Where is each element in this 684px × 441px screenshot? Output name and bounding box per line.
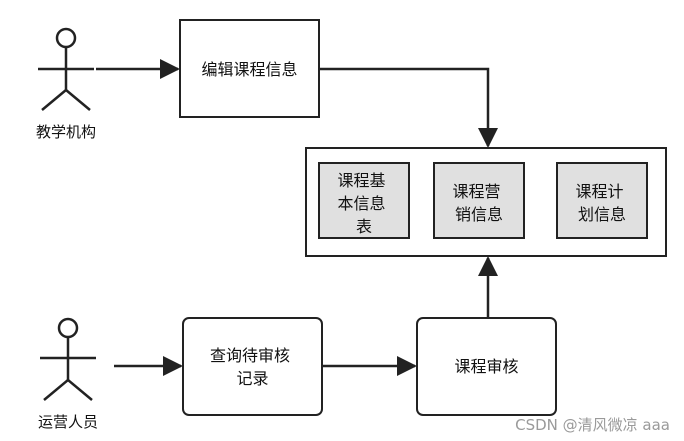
query-pending-label: 查询待审核 记录 [210,346,295,388]
marketing-info-box [433,162,525,239]
watermark-text: CSDN @清风微凉 aaa [515,416,670,434]
basic-info-box [318,162,410,239]
course-review-label: 课程审核 [454,357,518,376]
edit-course-info-box [179,19,320,118]
actor-leg-right [67,379,93,401]
actor-head [55,27,77,49]
actor-institution [38,27,94,111]
arrow-edit-to-info-group [319,67,498,148]
actor-head [57,317,79,339]
query-pending-box [182,317,323,416]
plan-info-label: 课程计 划信息 [575,182,628,224]
course-review-box [416,317,557,416]
edit-course-info-label: 编辑课程信息 [201,60,297,79]
actor-operator-label: 运营人员 [38,413,98,431]
actor-leg-left [43,379,69,401]
plan-info-box [556,162,648,239]
basic-info-label: 课程基 本信息 表 [337,171,390,236]
actor-institution-label: 教学机构 [36,123,96,141]
actor-operator [40,317,96,401]
actor-leg-right [65,89,91,111]
marketing-info-label: 课程营 销信息 [452,182,505,224]
actor-leg-left [41,89,67,111]
